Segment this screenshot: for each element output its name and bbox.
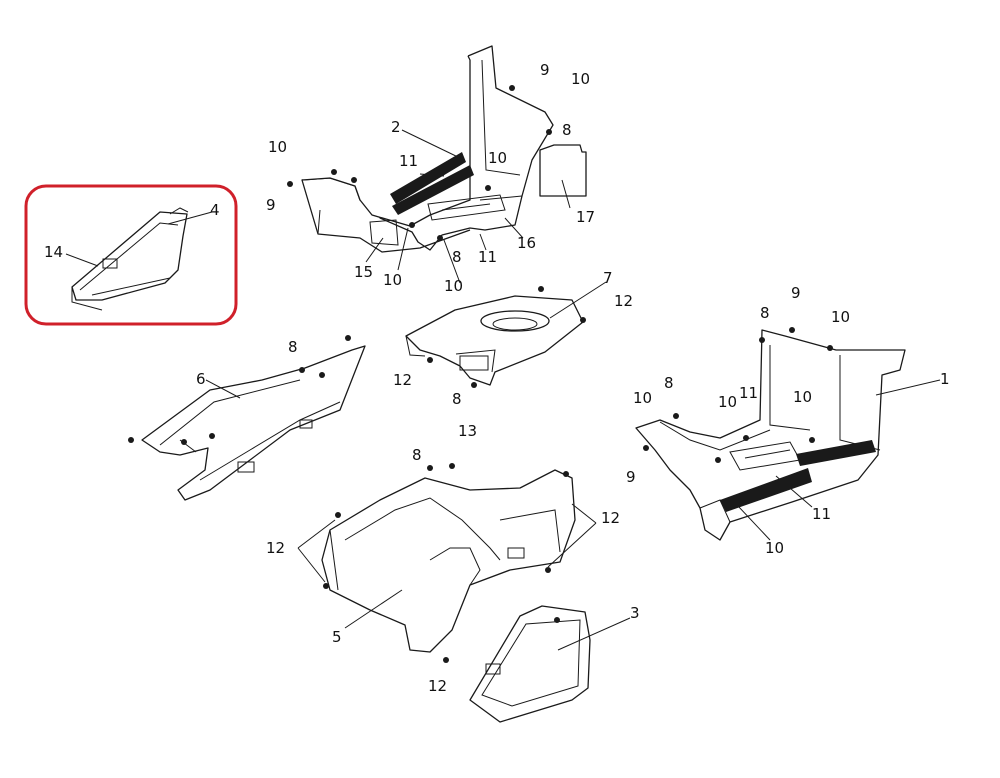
callout-10: 10: [831, 308, 850, 326]
callout-17: 17: [576, 208, 595, 226]
fastener-screws: [128, 85, 833, 663]
callout-labels: 1 2 3 4 5 6 7 8 8 8 8 8 8 8 9 9 9 9 10 1…: [44, 61, 950, 695]
callout-8: 8: [760, 304, 770, 322]
callout-9: 9: [626, 468, 636, 486]
part-5-fender: [321, 469, 576, 653]
part-6-rail: [141, 345, 366, 501]
callout-10: 10: [765, 539, 784, 557]
callout-8: 8: [452, 390, 462, 408]
callout-6: 6: [196, 370, 206, 388]
callout-10: 10: [488, 149, 507, 167]
callout-8: 8: [412, 446, 422, 464]
callout-15: 15: [354, 263, 373, 281]
callout-8: 8: [664, 374, 674, 392]
callout-9: 9: [266, 196, 276, 214]
part-7-tray: [405, 295, 584, 386]
callout-10: 10: [633, 389, 652, 407]
callout-13: 13: [458, 422, 477, 440]
callout-10: 10: [383, 271, 402, 289]
callout-5: 5: [332, 628, 342, 646]
callout-11: 11: [739, 384, 758, 402]
callout-12: 12: [393, 371, 412, 389]
highlight-box: [24, 184, 238, 326]
callout-9: 9: [791, 284, 801, 302]
callout-12: 12: [266, 539, 285, 557]
callout-8: 8: [288, 338, 298, 356]
callout-11: 11: [478, 248, 497, 266]
part-17-panel: [539, 144, 587, 197]
part-3-panel: [469, 605, 591, 723]
callout-12: 12: [428, 677, 447, 695]
callout-10: 10: [718, 393, 737, 411]
callout-14: 14: [44, 243, 63, 261]
callout-12: 12: [601, 509, 620, 527]
callout-10: 10: [571, 70, 590, 88]
part-1-footwell: [635, 329, 906, 541]
callout-10: 10: [444, 277, 463, 295]
callout-11: 11: [812, 505, 831, 523]
callout-10: 10: [268, 138, 287, 156]
callout-3: 3: [630, 604, 640, 622]
callout-1: 1: [940, 370, 950, 388]
callout-16: 16: [517, 234, 536, 252]
callout-12: 12: [614, 292, 633, 310]
callout-11: 11: [399, 152, 418, 170]
callout-2: 2: [391, 118, 401, 136]
callout-4: 4: [210, 201, 220, 219]
leader-lines: [65, 129, 941, 651]
part-4-panel: [71, 207, 189, 311]
callout-10: 10: [793, 388, 812, 406]
callout-8: 8: [562, 121, 572, 139]
callout-7: 7: [603, 269, 613, 287]
part-2-footwell: [301, 45, 554, 253]
callout-9: 9: [540, 61, 550, 79]
callout-8: 8: [452, 248, 462, 266]
